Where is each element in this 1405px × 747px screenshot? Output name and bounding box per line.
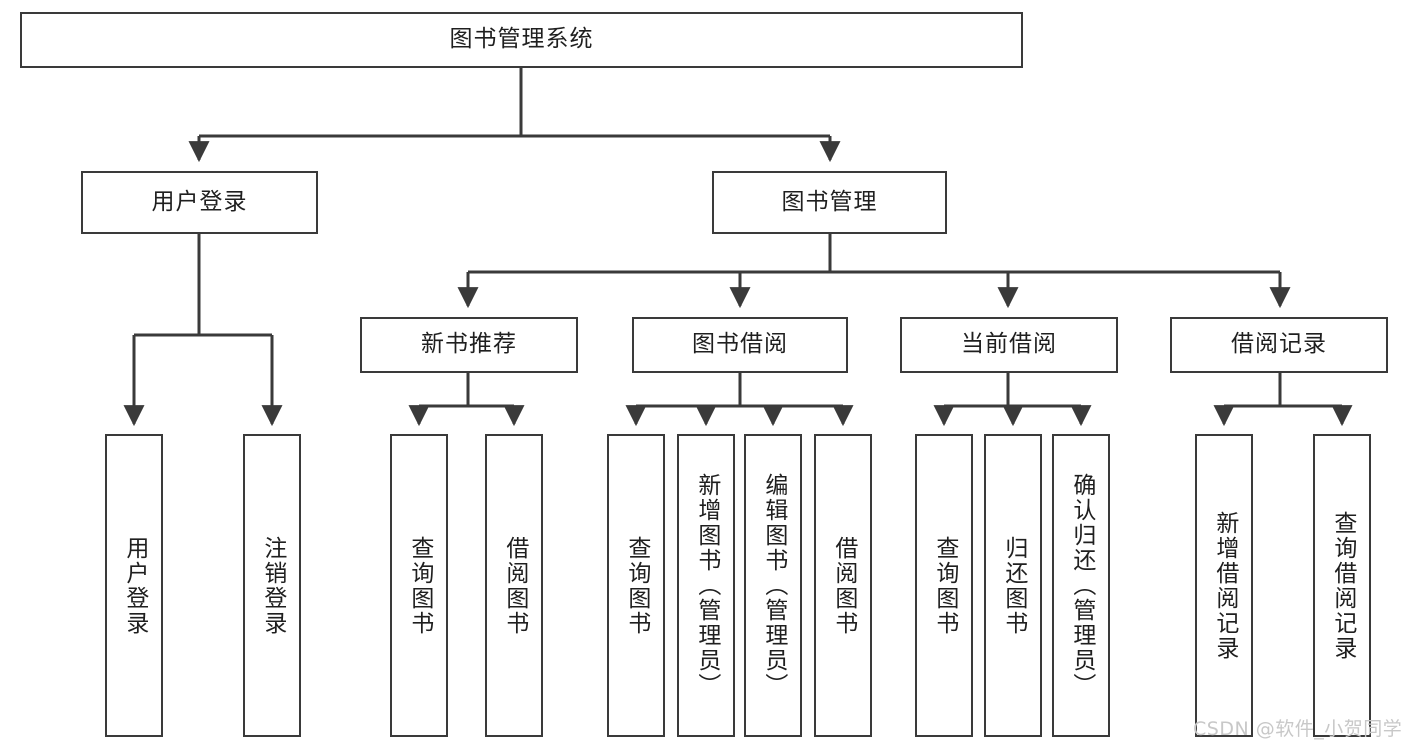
- node-leaf-edit-book[interactable]: 编辑图书（管理员）: [744, 434, 802, 737]
- node-book-manage-label: 图书管理: [781, 188, 878, 215]
- node-leaf-confirm-return[interactable]: 确认归还（管理员）: [1052, 434, 1110, 737]
- node-leaf-query-book-1[interactable]: 查询图书: [390, 434, 448, 737]
- node-leaf-query-book-3[interactable]: 查询图书: [915, 434, 973, 737]
- edge-group-book-manage: [457, 234, 1291, 309]
- node-root[interactable]: 图书管理系统: [20, 12, 1023, 68]
- node-book-manage[interactable]: 图书管理: [712, 171, 947, 234]
- edge-group-new-book-recommend: [408, 373, 525, 427]
- node-leaf-borrow-book-1-label: 借阅图书: [501, 535, 528, 636]
- node-leaf-query-book-2-label: 查询图书: [623, 535, 650, 636]
- node-leaf-edit-book-label: 编辑图书（管理员）: [760, 473, 787, 698]
- node-current-borrow[interactable]: 当前借阅: [900, 317, 1118, 373]
- node-leaf-add-record[interactable]: 新增借阅记录: [1195, 434, 1253, 737]
- node-leaf-borrow-book-2[interactable]: 借阅图书: [814, 434, 872, 737]
- node-leaf-add-record-label: 新增借阅记录: [1211, 510, 1238, 661]
- node-new-book-recommend[interactable]: 新书推荐: [360, 317, 578, 373]
- node-leaf-user-login-label: 用户登录: [121, 535, 148, 636]
- edge-group-user-login: [123, 234, 283, 427]
- node-leaf-borrow-book-1[interactable]: 借阅图书: [485, 434, 543, 737]
- edge-group-borrow-record: [1213, 373, 1353, 427]
- node-leaf-user-login[interactable]: 用户登录: [105, 434, 163, 737]
- node-borrow-record[interactable]: 借阅记录: [1170, 317, 1388, 373]
- edge-group-book-borrow: [625, 373, 854, 427]
- node-leaf-logout-label: 注销登录: [259, 535, 286, 636]
- node-leaf-return-book-label: 归还图书: [1000, 535, 1027, 636]
- node-borrow-record-label: 借阅记录: [1231, 331, 1327, 358]
- edge-group-root: [188, 68, 841, 163]
- node-user-login-label: 用户登录: [151, 188, 248, 215]
- node-leaf-borrow-book-2-label: 借阅图书: [830, 535, 857, 636]
- node-user-login[interactable]: 用户登录: [81, 171, 318, 234]
- node-book-borrow[interactable]: 图书借阅: [632, 317, 848, 373]
- node-book-borrow-label: 图书借阅: [692, 331, 788, 358]
- node-leaf-return-book[interactable]: 归还图书: [984, 434, 1042, 737]
- node-leaf-query-book-1-label: 查询图书: [406, 535, 433, 636]
- edge-group-current-borrow: [933, 373, 1092, 427]
- node-root-label: 图书管理系统: [449, 26, 594, 53]
- node-leaf-add-book[interactable]: 新增图书（管理员）: [677, 434, 735, 737]
- node-leaf-query-book-2[interactable]: 查询图书: [607, 434, 665, 737]
- node-leaf-add-book-label: 新增图书（管理员）: [693, 473, 720, 698]
- node-leaf-query-book-3-label: 查询图书: [931, 535, 958, 636]
- node-current-borrow-label: 当前借阅: [961, 331, 1057, 358]
- node-leaf-query-record[interactable]: 查询借阅记录: [1313, 434, 1371, 737]
- node-new-book-recommend-label: 新书推荐: [421, 331, 517, 358]
- node-leaf-query-record-label: 查询借阅记录: [1329, 510, 1356, 661]
- node-leaf-logout[interactable]: 注销登录: [243, 434, 301, 737]
- node-leaf-confirm-return-label: 确认归还（管理员）: [1068, 473, 1095, 698]
